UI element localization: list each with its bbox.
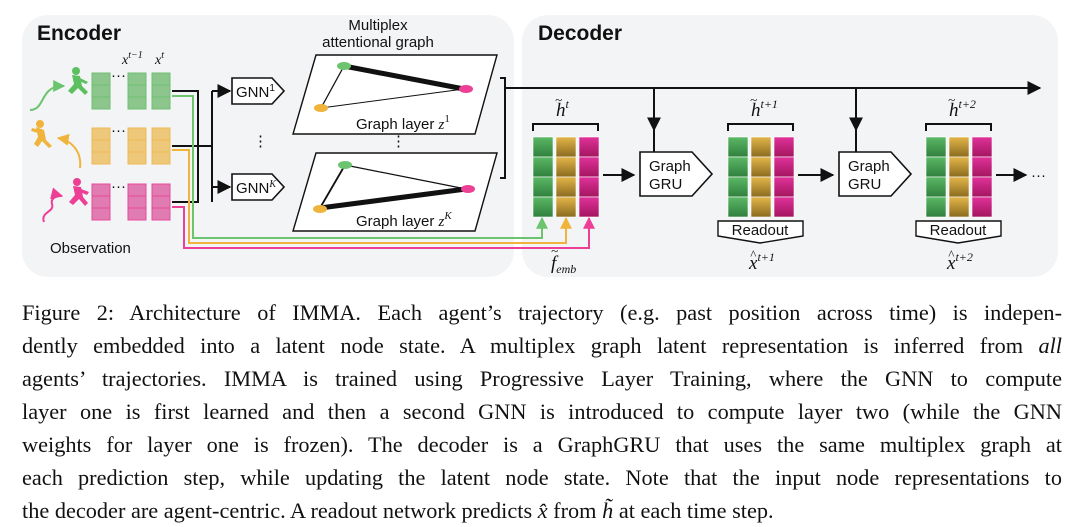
state-bracket [532,123,599,131]
graph-gru-1: Graph GRU [639,130,714,197]
state-output-label: ^xt+2 [946,247,973,274]
decoder-state-0: ~ht ~femb [532,92,600,276]
svg-text:Readout: Readout [930,222,988,239]
obs-ellipsis: ··· [111,178,126,195]
agent-yellow-trajectory [31,120,82,169]
agent-yellow-obs-column [91,127,111,165]
gnn-1-box: GNN1 [231,77,286,105]
svg-text:Graph: Graph [649,158,691,175]
encoder-title: Encoder [37,22,121,45]
state-column-pink [773,136,795,218]
agent-green-obs-column [127,72,147,110]
node-yellow [314,104,328,112]
graph-layer-1: Graph layer z1 [292,54,498,135]
node-green [337,62,351,70]
caption-line-3: agents’ trajectories. IMMA is trained us… [22,366,1062,391]
graph-to-decoder-bus [500,77,1042,179]
agent-green-obs-column [91,72,111,110]
node-pink [461,185,475,193]
state-column-green [925,136,947,218]
architecture-figure: Encoder Decoder xt−1 xt ··· ··· ··· Observ… [22,15,1058,277]
caption-line-1: Figure 2: Architecture of IMMA. Each age… [22,300,1062,325]
state-label: ~ht+1 [750,92,778,121]
state-column-green [727,136,749,218]
obs-ellipsis: ··· [111,67,126,84]
caption-line-5: weights for layer one is frozen). The de… [22,432,1062,457]
observation-blocks: ··· ··· ··· [91,67,171,221]
time-label-prev: xt−1 [121,50,143,68]
state-column-yellow [750,136,772,218]
state-bracket [727,123,794,131]
agent-pink-obs-column [127,183,147,221]
readout-box: Readout [915,220,1002,244]
caption-line-2: dently embedded into a latent node state… [22,333,1062,358]
caption-emphasis: all [1038,333,1062,358]
agent-yellow-obs-column [127,127,147,165]
state-column-pink [971,136,993,218]
observation-label: Observation [50,240,131,257]
figure-caption: Figure 2: Architecture of IMMA. Each age… [22,296,1062,527]
agent-pink-obs-column [91,183,111,221]
state-bracket [925,123,992,131]
agent-yellow-obs-column [151,127,171,165]
svg-text:Graph layer z1: Graph layer z1 [356,113,450,133]
agent-green-obs-column [151,72,171,110]
walker-icon-green [68,67,88,95]
agent-pink-trajectory [42,178,89,223]
state-column-yellow [948,136,970,218]
svg-text:GNNK: GNNK [236,179,277,197]
gnn-k-box: GNNK [231,173,286,201]
node-pink [459,85,473,93]
graph-vertical-ellipsis: ⋮ [391,133,406,150]
state-label: ~ht [555,92,570,121]
gnn-vertical-ellipsis: ⋮ [253,133,268,150]
state-label: ~ht+2 [948,92,976,121]
caption-line-4: layer one is first learned and then a se… [22,399,1062,424]
skip-connections [172,95,595,249]
node-yellow [313,205,327,213]
walker-icon-yellow [31,120,52,148]
svg-text:Graph: Graph [848,158,890,175]
caption-line-6: each prediction step, while updating the… [22,465,1062,490]
node-green [338,161,352,169]
walker-icon-pink [69,178,89,206]
svg-text:Readout: Readout [732,222,790,239]
svg-text:GRU: GRU [848,176,881,193]
state-column-pink [578,136,600,218]
agent-green-trajectory [29,67,88,111]
svg-text:GRU: GRU [649,176,682,193]
state-output-label: ~femb [551,243,576,276]
encoder-routing-lines [172,84,232,203]
decoder-trailing-ellipsis: ··· [1031,167,1046,184]
svg-text:Graph layer zK: Graph layer zK [356,210,452,230]
agent-pink-obs-column [151,183,171,221]
state-output-label: ^xt+1 [748,247,775,274]
multiplex-title-line2: attentional graph [322,34,434,51]
state-column-green [532,136,554,218]
readout-box: Readout [717,220,804,244]
caption-line-7: the decoder are agent-centric. A readout… [22,498,774,523]
time-label-curr: xt [154,50,164,68]
graph-layer-k: Graph layer zK [292,152,498,232]
obs-ellipsis: ··· [111,122,126,139]
graph-gru-2: Graph GRU [838,130,913,197]
decoder-title: Decoder [538,22,622,45]
state-column-yellow [555,136,577,218]
multiplex-title-line1: Multiplex [348,17,408,34]
svg-text:GNN1: GNN1 [236,83,275,101]
